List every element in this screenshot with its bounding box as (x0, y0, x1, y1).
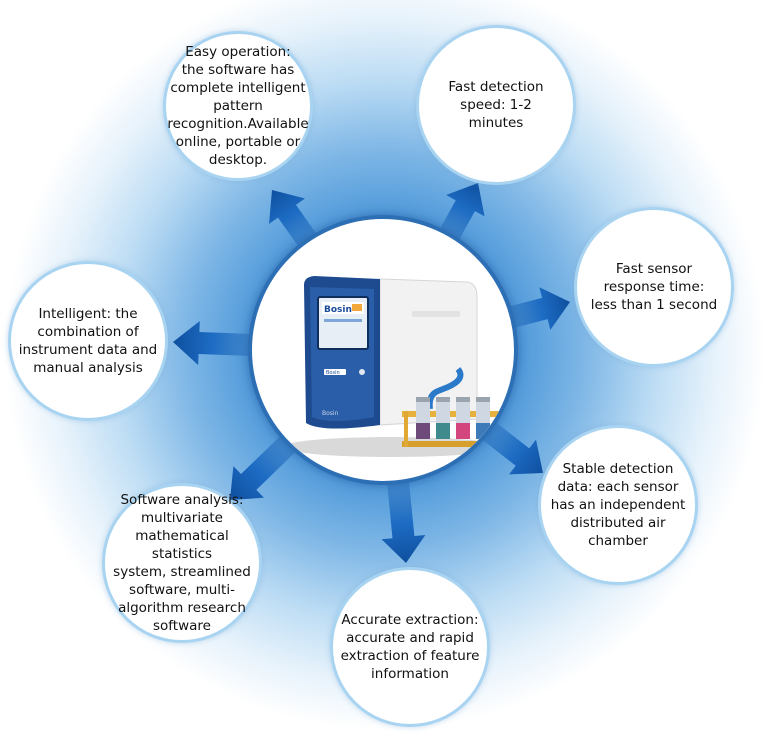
feature-text-software-analysis: Software analysis: multivariate mathemat… (113, 492, 251, 634)
feature-text-fast-sensor: Fast sensor response time: less than 1 s… (590, 261, 718, 313)
feature-text-accurate-extraction: Accurate extraction: accurate and rapid … (340, 612, 480, 682)
feature-bubble-software-analysis: Software analysis: multivariate mathemat… (102, 483, 262, 643)
feature-text-stable-detection: Stable detection data: each sensor has a… (550, 461, 686, 549)
feature-text-easy-operation: Easy operation: the software has complet… (167, 44, 309, 168)
feature-text-intelligent: Intelligent: the combination of instrume… (18, 306, 158, 376)
arrow-to-intelligent (172, 320, 261, 365)
feature-text-fast-detection: Fast detection speed: 1-2 minutes (448, 79, 544, 131)
feature-bubble-fast-sensor: Fast sensor response time: less than 1 s… (574, 207, 734, 367)
device-side-text: Bosin (322, 410, 339, 417)
arrow-to-fast-sensor (503, 287, 571, 330)
electronic-nose-device-illustration: Bosin Bosin Bosin (282, 276, 512, 457)
feature-bubble-intelligent: Intelligent: the combination of instrume… (8, 261, 168, 421)
device-screen-brand: Bosin (324, 305, 352, 315)
feature-bubble-stable-detection: Stable detection data: each sensor has a… (538, 425, 698, 585)
feature-bubble-fast-detection: Fast detection speed: 1-2 minutes (416, 25, 576, 185)
device-front-badge: Bosin (326, 370, 340, 376)
feature-bubble-easy-operation: Easy operation: the software has complet… (163, 31, 313, 181)
arrow-to-accurate-extraction (381, 473, 426, 564)
feature-bubble-accurate-extraction: Accurate extraction: accurate and rapid … (330, 567, 490, 727)
center-device-circle: Bosin Bosin Bosin (248, 215, 518, 485)
arrow-to-fast-detection (436, 183, 485, 247)
